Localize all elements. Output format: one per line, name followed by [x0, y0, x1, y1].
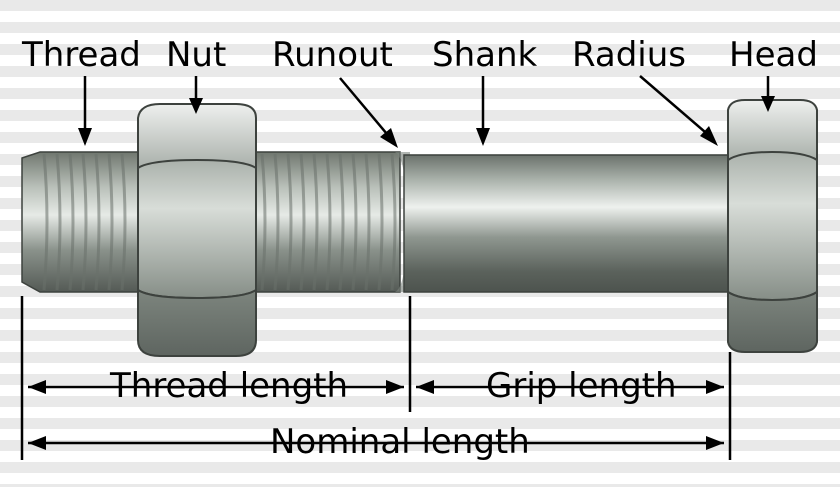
dimension-lines	[20, 296, 732, 460]
label-shank: Shank	[432, 35, 538, 75]
thread-ridge	[312, 153, 319, 291]
arrow-radius	[639, 75, 713, 139]
nut-shape	[137, 103, 257, 357]
thread-ridge	[286, 153, 293, 291]
thread-ridge	[94, 153, 101, 291]
shank-area	[403, 154, 731, 293]
thread-ridge	[338, 153, 345, 291]
thread-ridge	[377, 153, 384, 291]
label-radius: Radius	[572, 35, 687, 75]
thread-ridge	[42, 153, 49, 291]
thread-ridge	[364, 153, 371, 291]
leader-arrows	[78, 75, 775, 148]
thread-ridge	[107, 153, 114, 291]
label-head: Head	[729, 35, 818, 75]
thread-ridge	[81, 153, 88, 291]
label-grip-length: Grip length	[486, 366, 677, 406]
thread-ridge	[390, 153, 397, 291]
thread-ridge	[55, 153, 62, 291]
thread-ridge	[325, 153, 332, 291]
label-thread: Thread	[22, 35, 141, 75]
label-runout: Runout	[272, 35, 393, 75]
thread-ridge	[68, 153, 75, 291]
thread-ridge	[351, 153, 358, 291]
thread-ridge	[273, 153, 280, 291]
head-shape	[727, 99, 818, 353]
thread-ridge	[120, 153, 127, 291]
thread-ridge	[260, 153, 267, 291]
thread-ridge	[299, 153, 306, 291]
label-thread-length: Thread length	[110, 366, 349, 406]
arrow-runout	[339, 77, 393, 141]
label-nut: Nut	[166, 35, 227, 75]
label-nominal-length: Nominal length	[270, 422, 530, 462]
